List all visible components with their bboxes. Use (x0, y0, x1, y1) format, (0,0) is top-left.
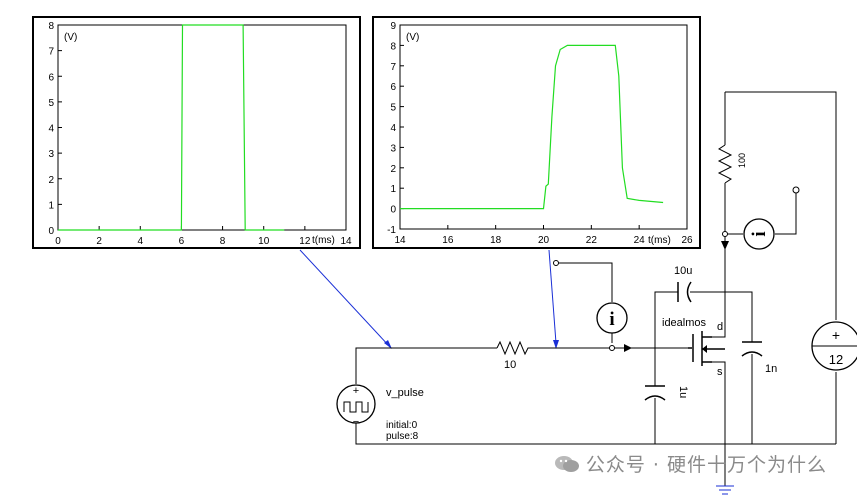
gate-plot-x-tick-label: 26 (681, 235, 693, 246)
pulse-source-pulse: pulse:8 (386, 431, 419, 442)
gate-current-meter-symbol: i (609, 309, 614, 330)
gs-capacitor-label: 1u (677, 386, 689, 398)
svg-text:+: + (353, 385, 359, 397)
gate-plot-x-tick-label: 24 (634, 235, 646, 246)
pulse-source-initial: initial:0 (386, 420, 418, 431)
pulse-plot-x-tick-label: 4 (138, 236, 144, 247)
gate-plot-y-tick-label: 9 (390, 21, 396, 32)
gate-plot-x-unit: t(ms) (648, 235, 671, 246)
svg-text:+: + (832, 327, 840, 343)
pulse-plot-x-tick-label: 0 (55, 236, 61, 247)
gate-plot-y-tick-label: 3 (390, 143, 396, 154)
ds-capacitor-label: 1n (765, 363, 777, 375)
drain-probe-terminal (722, 231, 728, 237)
pulse-plot-trace (58, 24, 285, 231)
drain-current-meter-symbol: i (749, 231, 770, 236)
pulse-plot-y-tick-label: 8 (48, 21, 54, 32)
gate-plot-y-tick-label: 6 (390, 82, 396, 93)
ground-symbol (716, 485, 734, 495)
gate-plot-x-tick-label: 16 (442, 235, 454, 246)
mosfet-name: idealmos (662, 317, 707, 329)
pulse-plot-x-tick-label: 10 (258, 236, 270, 247)
pulse-plot-x-tick-label: 2 (96, 236, 102, 247)
pulse-probe-arrow (384, 340, 392, 349)
gate-resistor (496, 340, 531, 356)
pulse-plot-y-tick-label: 1 (48, 200, 54, 211)
gate-node (609, 345, 615, 351)
pulse-plot-y-tick-label: 3 (48, 149, 54, 160)
pulse-source: + − (336, 384, 376, 428)
mosfet-source-label: s (717, 366, 723, 378)
pulse-plot-x-tick-label: 14 (340, 236, 352, 247)
gate-probe-arrow (553, 340, 559, 349)
pulse-plot-x-unit: t(ms) (312, 235, 335, 246)
svg-text:−: − (353, 416, 359, 428)
drain-resistor-label: 100 (737, 153, 747, 168)
gs-capacitor (644, 385, 666, 401)
gd-capacitor-label: 10u (674, 265, 692, 277)
pulse-probe-line (299, 249, 391, 348)
gate-plot-y-tick-label: 8 (390, 41, 396, 52)
mosfet-drain-label: d (717, 321, 723, 333)
gate-probe-line (548, 249, 557, 344)
drain-resistor (717, 144, 733, 184)
gate-plot-x-tick-label: 18 (490, 235, 502, 246)
watermark-text: 公众号 · 硬件十万个为什么 (585, 454, 827, 476)
gate-plot-y-tick-label: 7 (390, 62, 396, 73)
pulse-plot-y-unit: (V) (64, 32, 77, 43)
gate-plot-y-unit: (V) (406, 32, 419, 43)
pulse-plot-x-tick-label: 8 (220, 236, 226, 247)
watermark: 公众号 · 硬件十万个为什么 (554, 450, 827, 477)
gate-plot-trace (400, 44, 664, 210)
pulse-plot-y-tick-label: 5 (48, 98, 54, 109)
gate-plot-x-tick-label: 22 (586, 235, 598, 246)
pulse-plot-y-tick-label: 0 (48, 226, 54, 237)
gate-plot-y-tick-label: 4 (390, 123, 396, 134)
gate-plot-x-tick-label: 20 (538, 235, 550, 246)
gate-probe-terminal (553, 260, 559, 266)
pulse-plot-y-tick-label: 2 (48, 175, 54, 186)
gate-node-arrow (624, 344, 632, 352)
gd-capacitor (677, 281, 692, 303)
gate-plot-y-tick-label: 2 (390, 164, 396, 175)
gate-current-meter (596, 302, 628, 334)
gate-plot-y-tick-label: 0 (390, 205, 396, 216)
pulse-plot-y-tick-label: 4 (48, 124, 54, 135)
pulse-source-name: v_pulse (386, 387, 424, 399)
gate-plot-window: (V) t(ms) -1 0 1 2 3 4 5 6 7 8 9 14 16 18 20 22 24 26 (372, 16, 701, 249)
pulse-plot-x-tick-label: 12 (299, 236, 311, 247)
drain-current-meter (743, 218, 775, 250)
gate-plot-y-tick-label: 5 (390, 103, 396, 114)
pulse-plot-y-tick-label: 7 (48, 47, 54, 58)
gate-resistor-label: 10 (504, 359, 516, 371)
dc-supply: + (811, 321, 857, 371)
gate-plot-x-tick-label: 14 (394, 235, 406, 246)
drain-probe-output (792, 186, 800, 194)
wechat-icon (554, 456, 579, 472)
ds-capacitor (741, 341, 763, 357)
gate-plot-y-tick-label: 1 (390, 184, 396, 195)
pulse-plot-y-tick-label: 6 (48, 72, 54, 83)
drain-current-arrow (721, 241, 729, 250)
gate-plot-y-tick-label: -1 (387, 225, 396, 236)
pulse-plot-x-tick-label: 6 (179, 236, 185, 247)
mosfet-body-arrow (702, 345, 707, 353)
dc-supply-label: 12 (829, 352, 843, 367)
